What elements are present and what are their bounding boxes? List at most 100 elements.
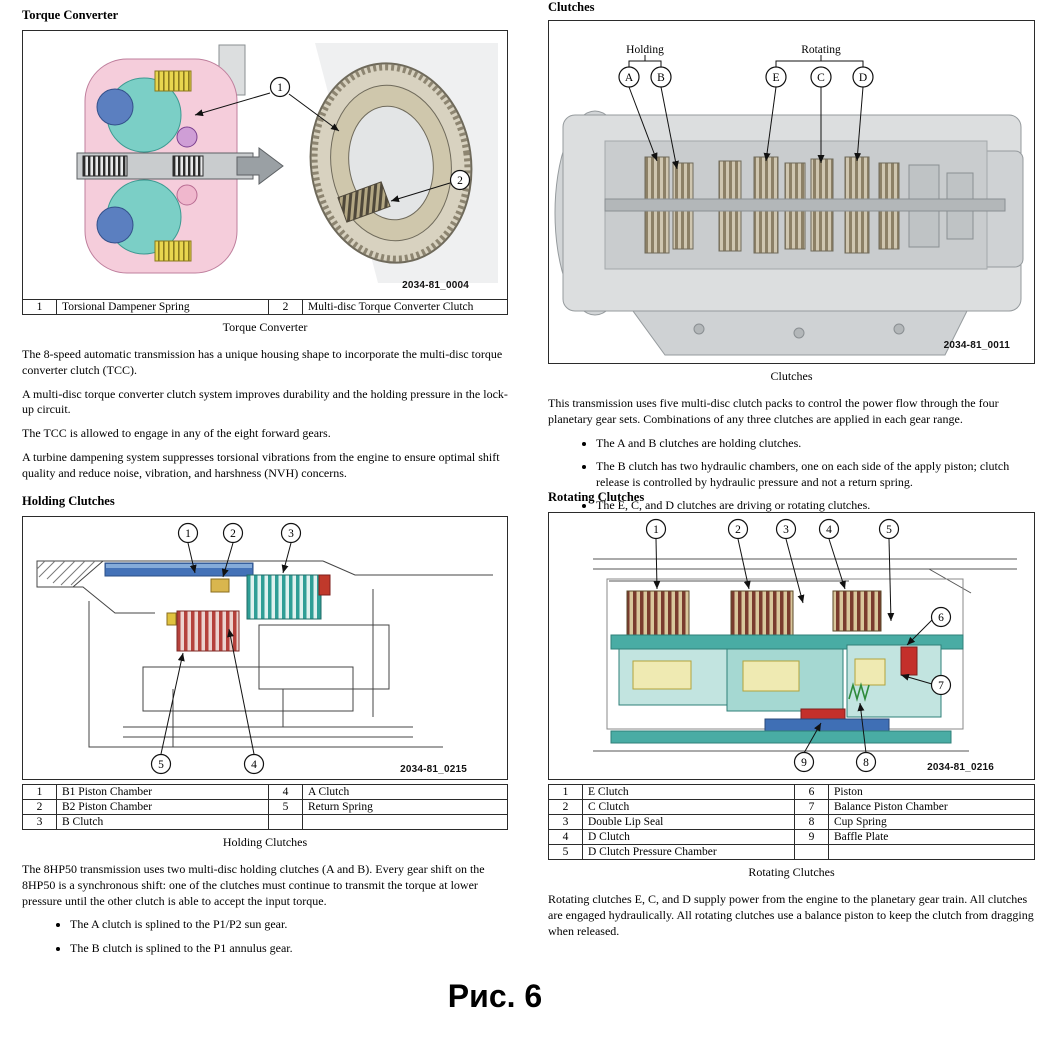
legend-row: 1 B1 Piston Chamber 4 A Clutch — [22, 784, 508, 800]
legend-num: 2 — [22, 799, 57, 815]
pump-section — [96, 88, 134, 126]
body-paragraph: This transmission uses five multi-disc c… — [548, 396, 999, 426]
callout-5: 5 — [886, 524, 892, 536]
callout-circle-7 — [930, 674, 952, 696]
body-paragraph: The 8HP50 transmission uses two multi-di… — [22, 862, 485, 908]
legend-label: Multi-disc Torque Converter Clutch — [302, 299, 508, 315]
section-heading-rotating-clutches: Rotating Clutches — [548, 490, 645, 504]
callout-D: D — [859, 72, 867, 84]
figure-caption: Rotating Clutches — [748, 865, 835, 879]
holding-clutches-figure: 1 2 3 5 4 2034-81_0215 — [22, 516, 508, 780]
clutches-diagram: Holding Rotating A B — [554, 44, 1024, 356]
torque-converter-diagram: 1 2 — [76, 43, 498, 283]
rotating-clutches-line-art — [593, 558, 1017, 752]
legend-label: Piston — [828, 784, 1035, 800]
legend-num: 2 — [268, 299, 303, 315]
bullet-item: The E, C, and D clutches are driving or … — [596, 498, 1035, 514]
legend-label: B2 Piston Chamber — [56, 799, 269, 815]
clutch-callouts: A B E C D — [618, 66, 874, 170]
callout-circle-6 — [930, 606, 952, 628]
b-clutch — [176, 610, 240, 652]
legend-num — [794, 844, 829, 860]
callout-4: 4 — [251, 759, 257, 771]
legend-num — [268, 814, 303, 830]
cup-spring-part — [848, 682, 870, 702]
rotating-clutches-diagram: 1 2 3 4 5 6 7 9 8 — [593, 518, 1017, 773]
callout-circle-E — [765, 66, 787, 88]
section-heading-clutches: Clutches — [548, 0, 595, 14]
legend-label: A Clutch — [302, 784, 508, 800]
legend-num: 1 — [22, 299, 57, 315]
callout-circle-C — [810, 66, 832, 88]
figure-id: 2034-81_0004 — [402, 280, 469, 291]
legend-row: 3 Double Lip Seal 8 Cup Spring — [548, 814, 1035, 830]
callout-A: A — [625, 72, 634, 84]
callout-circle-5 — [878, 518, 900, 540]
torque-converter-figure: 1 2 2034-81_0004 — [22, 30, 508, 300]
a-clutch — [246, 574, 322, 620]
legend-row: 4 D Clutch 9 Baffle Plate — [548, 829, 1035, 845]
callout-circle-2 — [222, 522, 244, 544]
piston-part — [900, 646, 918, 676]
clutch-group-labels: Holding Rotating — [626, 44, 864, 67]
bullet-item: The A and B clutches are holding clutche… — [596, 436, 1035, 452]
legend-row: 3 B Clutch — [22, 814, 508, 830]
legend-label: B Clutch — [56, 814, 269, 830]
transmission-cutaway — [554, 110, 1024, 356]
legend-label: Return Spring — [302, 799, 508, 815]
rotating-clutches-figure: 1 2 3 4 5 6 7 9 8 — [548, 512, 1035, 780]
legend-num: 5 — [548, 844, 583, 860]
callout-1: 1 — [653, 524, 659, 536]
rotating-clutches-legend: 1 E Clutch 6 Piston 2 C Clutch 7 Balance… — [548, 784, 1035, 860]
output-arrow — [236, 147, 284, 185]
callout-2: 2 — [457, 175, 463, 187]
torque-converter-legend: 1 Torsional Dampener Spring 2 Multi-disc… — [22, 299, 508, 315]
clutches-section: Clutches — [548, 0, 1035, 522]
bullet-item: The A clutch is splined to the P1/P2 sun… — [70, 917, 508, 933]
holding-group-label: Holding — [626, 44, 664, 56]
legend-num: 4 — [268, 784, 303, 800]
callout-8: 8 — [863, 757, 869, 769]
rotating-group-label: Rotating — [801, 44, 841, 56]
legend-num: 1 — [22, 784, 57, 800]
legend-num: 9 — [794, 829, 829, 845]
legend-label: Double Lip Seal — [582, 814, 795, 830]
legend-row: 2 C Clutch 7 Balance Piston Chamber — [548, 799, 1035, 815]
legend-label: D Clutch — [582, 829, 795, 845]
legend-label: B1 Piston Chamber — [56, 784, 269, 800]
holding-clutches-line-art — [36, 560, 493, 748]
legend-num: 8 — [794, 814, 829, 830]
dampener-spring — [154, 70, 192, 92]
figure-caption: Clutches — [770, 369, 813, 383]
tc-callouts: 1 2 — [194, 76, 471, 203]
legend-label: Balance Piston Chamber — [828, 799, 1035, 815]
section-heading-holding-clutches: Holding Clutches — [22, 494, 115, 508]
legend-label: Cup Spring — [828, 814, 1035, 830]
callout-1: 1 — [185, 528, 191, 540]
rotating-clutch-parts — [610, 590, 964, 744]
callout-circle-1 — [645, 518, 667, 540]
callout-C: C — [817, 72, 825, 84]
legend-num: 7 — [794, 799, 829, 815]
main-shaft — [604, 198, 1006, 212]
callout-3: 3 — [783, 524, 789, 536]
callout-7: 7 — [938, 680, 944, 692]
bullet-item: The B clutch has two hydraulic chambers,… — [596, 459, 1035, 490]
holding-clutches-legend: 1 B1 Piston Chamber 4 A Clutch 2 B2 Pist… — [22, 784, 508, 830]
page-figure-label-wrap: Рис. 6 — [0, 978, 990, 1015]
clutches-figure: Holding Rotating A B — [548, 20, 1035, 364]
tcc-ring-assembly — [309, 43, 498, 283]
callout-circle-B — [650, 66, 672, 88]
holding-clutch-parts — [104, 562, 331, 652]
legend-num: 2 — [548, 799, 583, 815]
callout-3: 3 — [288, 528, 294, 540]
body-paragraph: Rotating clutches E, C, and D supply pow… — [548, 892, 1034, 938]
legend-row: 2 B2 Piston Chamber 5 Return Spring — [22, 799, 508, 815]
callout-circle-1 — [269, 76, 291, 98]
clutches-bullet-list: The A and B clutches are holding clutche… — [548, 436, 1035, 514]
figure-id: 2034-81_0216 — [927, 762, 994, 773]
callout-2: 2 — [735, 524, 741, 536]
callout-circle-8 — [855, 751, 877, 773]
callout-circle-3 — [775, 518, 797, 540]
callout-1: 1 — [277, 82, 283, 94]
